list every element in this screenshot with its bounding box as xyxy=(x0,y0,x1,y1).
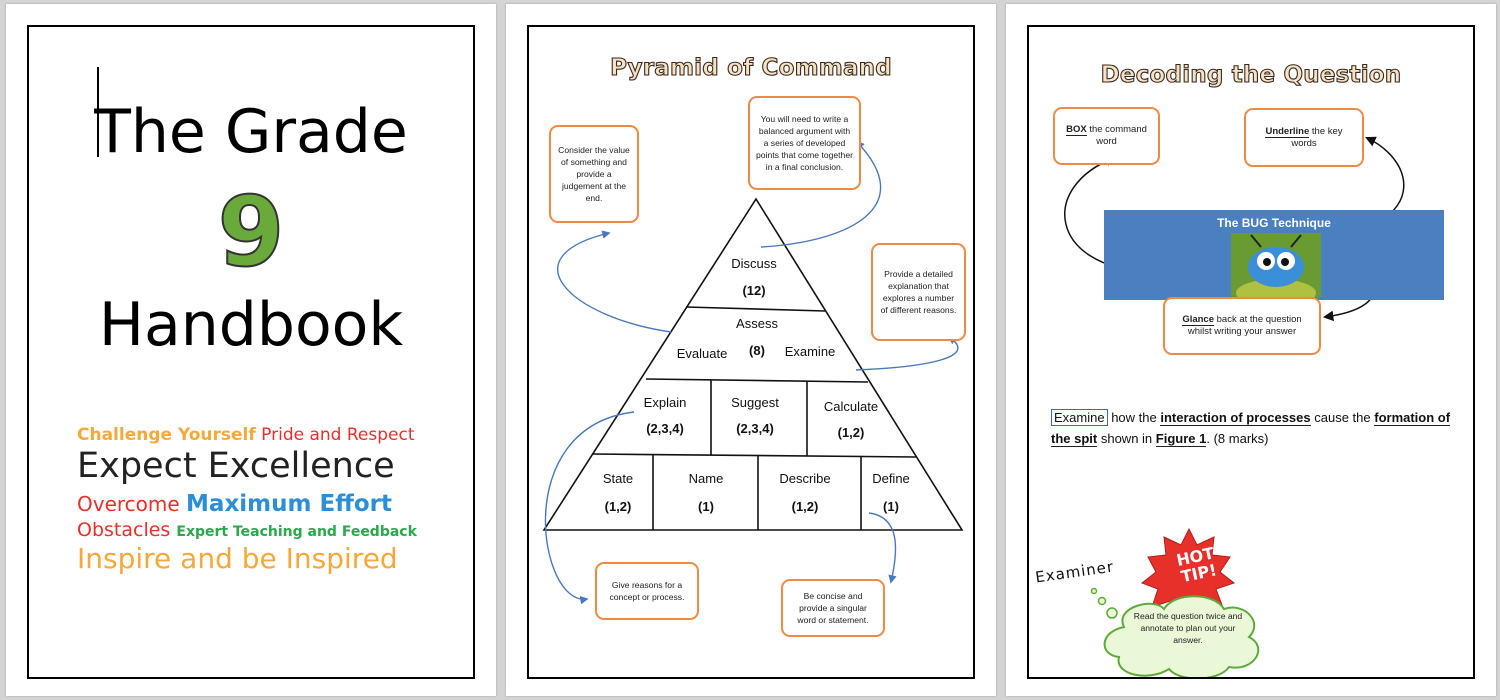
glance-bold: Glance xyxy=(1182,314,1214,326)
exam-question: Examine how the interaction of processes… xyxy=(1051,407,1461,449)
question-keyword-2: formation of the spit xyxy=(1051,410,1451,447)
cover-title-line1: The Grade xyxy=(94,97,408,167)
glance-rest: back at the question whilst writing your… xyxy=(1187,314,1302,337)
arrow-discuss xyxy=(760,140,882,248)
tier-state-marks: (1,2) xyxy=(604,499,632,514)
tier-define: Define xyxy=(872,471,910,486)
decoding-frame: Decoding the Question BOX the command wo… xyxy=(1027,25,1475,679)
question-text-3: shown in xyxy=(1097,431,1156,446)
decoding-title: Decoding the Question xyxy=(1100,61,1402,88)
tier-discuss: Discuss xyxy=(731,256,777,271)
tip-text: Read the question twice and annotate to … xyxy=(1133,611,1243,645)
tier-describe: Describe xyxy=(779,471,831,486)
motto-challenge: Challenge Yourself xyxy=(77,425,256,445)
underline-rest: the key words xyxy=(1291,125,1343,149)
motto-maximum: Maximum Effort xyxy=(186,491,392,517)
pyramid-title: Pyramid of Command xyxy=(610,54,893,81)
discuss-note-box: You will need to write a balanced argume… xyxy=(748,96,861,190)
evaluate-note-box: Consider the value of something and prov… xyxy=(549,125,639,223)
cloud-bubble-3 xyxy=(1090,587,1098,595)
explain-note-box: Give reasons for a concept or process. xyxy=(595,562,699,620)
define-note-box: Be concise and provide a singular word o… xyxy=(781,579,885,637)
tier-describe-marks: (1,2) xyxy=(791,499,819,514)
bug-banner-title: The BUG Technique xyxy=(1217,216,1331,230)
cover-page: The Grade 9 Handbook Challenge Yourself … xyxy=(6,4,496,696)
motto-overcome: Overcome xyxy=(77,492,180,516)
tier-assess-marks: (8) xyxy=(749,343,765,358)
glance-note: Glance back at the question whilst writi… xyxy=(1163,297,1321,355)
tier-state: State xyxy=(602,471,634,486)
motto-expert: Expert Teaching and Feedback xyxy=(176,524,417,540)
motto-pride: Pride and Respect xyxy=(261,425,415,445)
tier-name: Name xyxy=(688,471,724,486)
arrow-define xyxy=(868,512,897,584)
tier-explain: Explain xyxy=(643,395,687,410)
tier-calculate: Calculate xyxy=(823,399,879,414)
bug-banner: The BUG Technique xyxy=(1104,210,1444,300)
cover-grade-number: 9 xyxy=(217,176,286,288)
tier-examine: Examine xyxy=(784,344,836,359)
pyramid-page: Pyramid of Command xyxy=(506,4,996,696)
tier-explain-marks: (2,3,4) xyxy=(646,421,684,436)
motto-inspire: Inspire and be Inspired xyxy=(77,542,398,575)
motto-expect: Expect Excellence xyxy=(77,446,395,486)
motto-obstacles: Obstacles xyxy=(77,519,171,541)
question-keyword-1: interaction of processes xyxy=(1160,410,1311,426)
pyramid-outline xyxy=(542,197,964,531)
arrow-evaluate xyxy=(557,230,672,333)
motto-line3: Overcome Maximum Effort xyxy=(77,493,392,516)
arrow-explain xyxy=(544,411,635,605)
box-label-rest: the command word xyxy=(1086,124,1147,147)
question-text-2: cause the xyxy=(1310,410,1375,425)
underline-bold: Underline xyxy=(1265,125,1310,138)
tier-assess: Assess xyxy=(736,316,778,331)
tip-graphics xyxy=(1090,527,1260,677)
box-command-note: BOX the command word xyxy=(1053,107,1160,165)
pyramid-diagram xyxy=(542,140,964,605)
tier-define-marks: (1) xyxy=(883,499,899,514)
question-text-1: how the xyxy=(1107,410,1161,425)
question-command-word: Examine xyxy=(1051,409,1108,426)
cloud-bubble-1 xyxy=(1106,607,1118,619)
motto-line1: Challenge Yourself Pride and Respect xyxy=(77,427,415,444)
underline-note: Underline the key words xyxy=(1244,108,1364,167)
tier-suggest-marks: (2,3,4) xyxy=(736,421,774,436)
motto-line4: Obstacles Expert Teaching and Feedback xyxy=(77,521,417,540)
box-label-bold: BOX xyxy=(1066,124,1087,136)
pyramid-frame: Pyramid of Command xyxy=(527,25,975,679)
arrow-examine xyxy=(855,336,959,371)
examine-note-box: Provide a detailed explanation that expl… xyxy=(871,243,966,341)
tier-name-marks: (1) xyxy=(698,499,714,514)
cloud-shape xyxy=(1103,595,1260,677)
cloud-bubble-2 xyxy=(1097,596,1107,606)
question-keyword-3: Figure 1 xyxy=(1155,431,1207,447)
text-cursor xyxy=(97,67,99,157)
tier-evaluate: Evaluate xyxy=(676,346,728,361)
tier-calculate-marks: (1,2) xyxy=(837,425,865,440)
bug-image xyxy=(1231,233,1321,297)
cover-frame: The Grade 9 Handbook Challenge Yourself … xyxy=(27,25,475,679)
tier-discuss-marks: (12) xyxy=(742,283,766,298)
question-text-4: . (8 marks) xyxy=(1206,431,1269,446)
tier-suggest: Suggest xyxy=(731,395,779,410)
decoding-page: Decoding the Question BOX the command wo… xyxy=(1006,4,1496,696)
cover-title-line2: Handbook xyxy=(98,290,404,360)
